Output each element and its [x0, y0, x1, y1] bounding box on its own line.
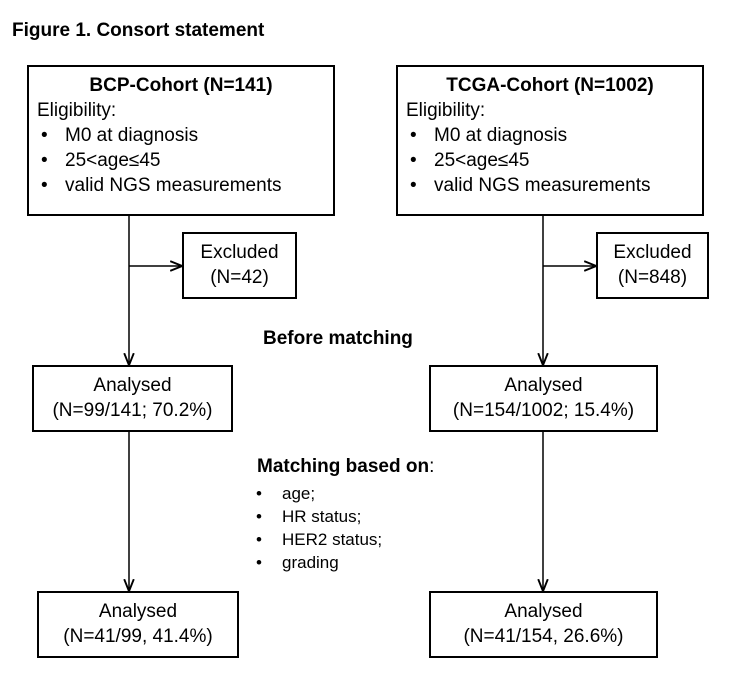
- left-excluded-box: Excluded (N=42): [182, 232, 297, 299]
- matching-colon: :: [429, 456, 435, 477]
- left-excluded-count: (N=42): [210, 267, 269, 288]
- right-analysed-after-box: Analysed (N=41/154, 26.6%): [429, 591, 658, 658]
- matching-item: age;: [254, 482, 382, 505]
- right-analysed-after-label: Analysed: [504, 601, 583, 622]
- right-criterion: M0 at diagnosis: [406, 123, 702, 148]
- matching-criteria-list: age; HR status; HER2 status; grading: [254, 482, 382, 574]
- figure-title: Figure 1. Consort statement: [12, 20, 265, 41]
- right-analysed-after-detail: (N=41/154, 26.6%): [463, 626, 624, 647]
- left-analysed-before-label: Analysed: [93, 375, 172, 396]
- left-cohort-title: BCP-Cohort (N=141): [89, 75, 273, 96]
- matching-heading: Matching based on:: [257, 456, 434, 478]
- right-criteria-list: M0 at diagnosis 25<age≤45 valid NGS meas…: [406, 123, 702, 198]
- left-analysed-after-detail: (N=41/99, 41.4%): [63, 626, 213, 647]
- matching-item: grading: [254, 551, 382, 574]
- left-criterion: M0 at diagnosis: [37, 123, 333, 148]
- right-excluded-count: (N=848): [617, 267, 688, 288]
- left-analysed-before-box: Analysed (N=99/141; 70.2%): [32, 365, 233, 432]
- right-excluded-box: Excluded (N=848): [596, 232, 709, 299]
- matching-item: HER2 status;: [254, 528, 382, 551]
- left-analysed-before-detail: (N=99/141; 70.2%): [52, 400, 213, 421]
- left-criterion: 25<age≤45: [37, 148, 333, 173]
- left-eligibility-label: Eligibility:: [37, 100, 117, 121]
- right-cohort-box: TCGA-Cohort (N=1002) Eligibility: M0 at …: [396, 65, 704, 216]
- right-criterion: 25<age≤45: [406, 148, 702, 173]
- right-criterion: valid NGS measurements: [406, 173, 702, 198]
- left-criteria-list: M0 at diagnosis 25<age≤45 valid NGS meas…: [37, 123, 333, 198]
- right-eligibility-label: Eligibility:: [406, 100, 486, 121]
- left-excluded-label: Excluded: [200, 242, 279, 263]
- left-analysed-after-label: Analysed: [98, 601, 178, 622]
- before-matching-label: Before matching: [263, 328, 413, 349]
- right-analysed-before-box: Analysed (N=154/1002; 15.4%): [429, 365, 658, 432]
- left-analysed-after-box: Analysed (N=41/99, 41.4%): [37, 591, 239, 658]
- matching-label: Matching based on: [257, 456, 430, 477]
- right-analysed-before-detail: (N=154/1002; 15.4%): [452, 400, 635, 421]
- right-excluded-label: Excluded: [613, 242, 692, 263]
- left-criterion: valid NGS measurements: [37, 173, 333, 198]
- right-cohort-title: TCGA-Cohort (N=1002): [446, 75, 654, 96]
- left-cohort-box: BCP-Cohort (N=141) Eligibility: M0 at di…: [27, 65, 335, 216]
- matching-item: HR status;: [254, 505, 382, 528]
- right-analysed-before-label: Analysed: [504, 375, 583, 396]
